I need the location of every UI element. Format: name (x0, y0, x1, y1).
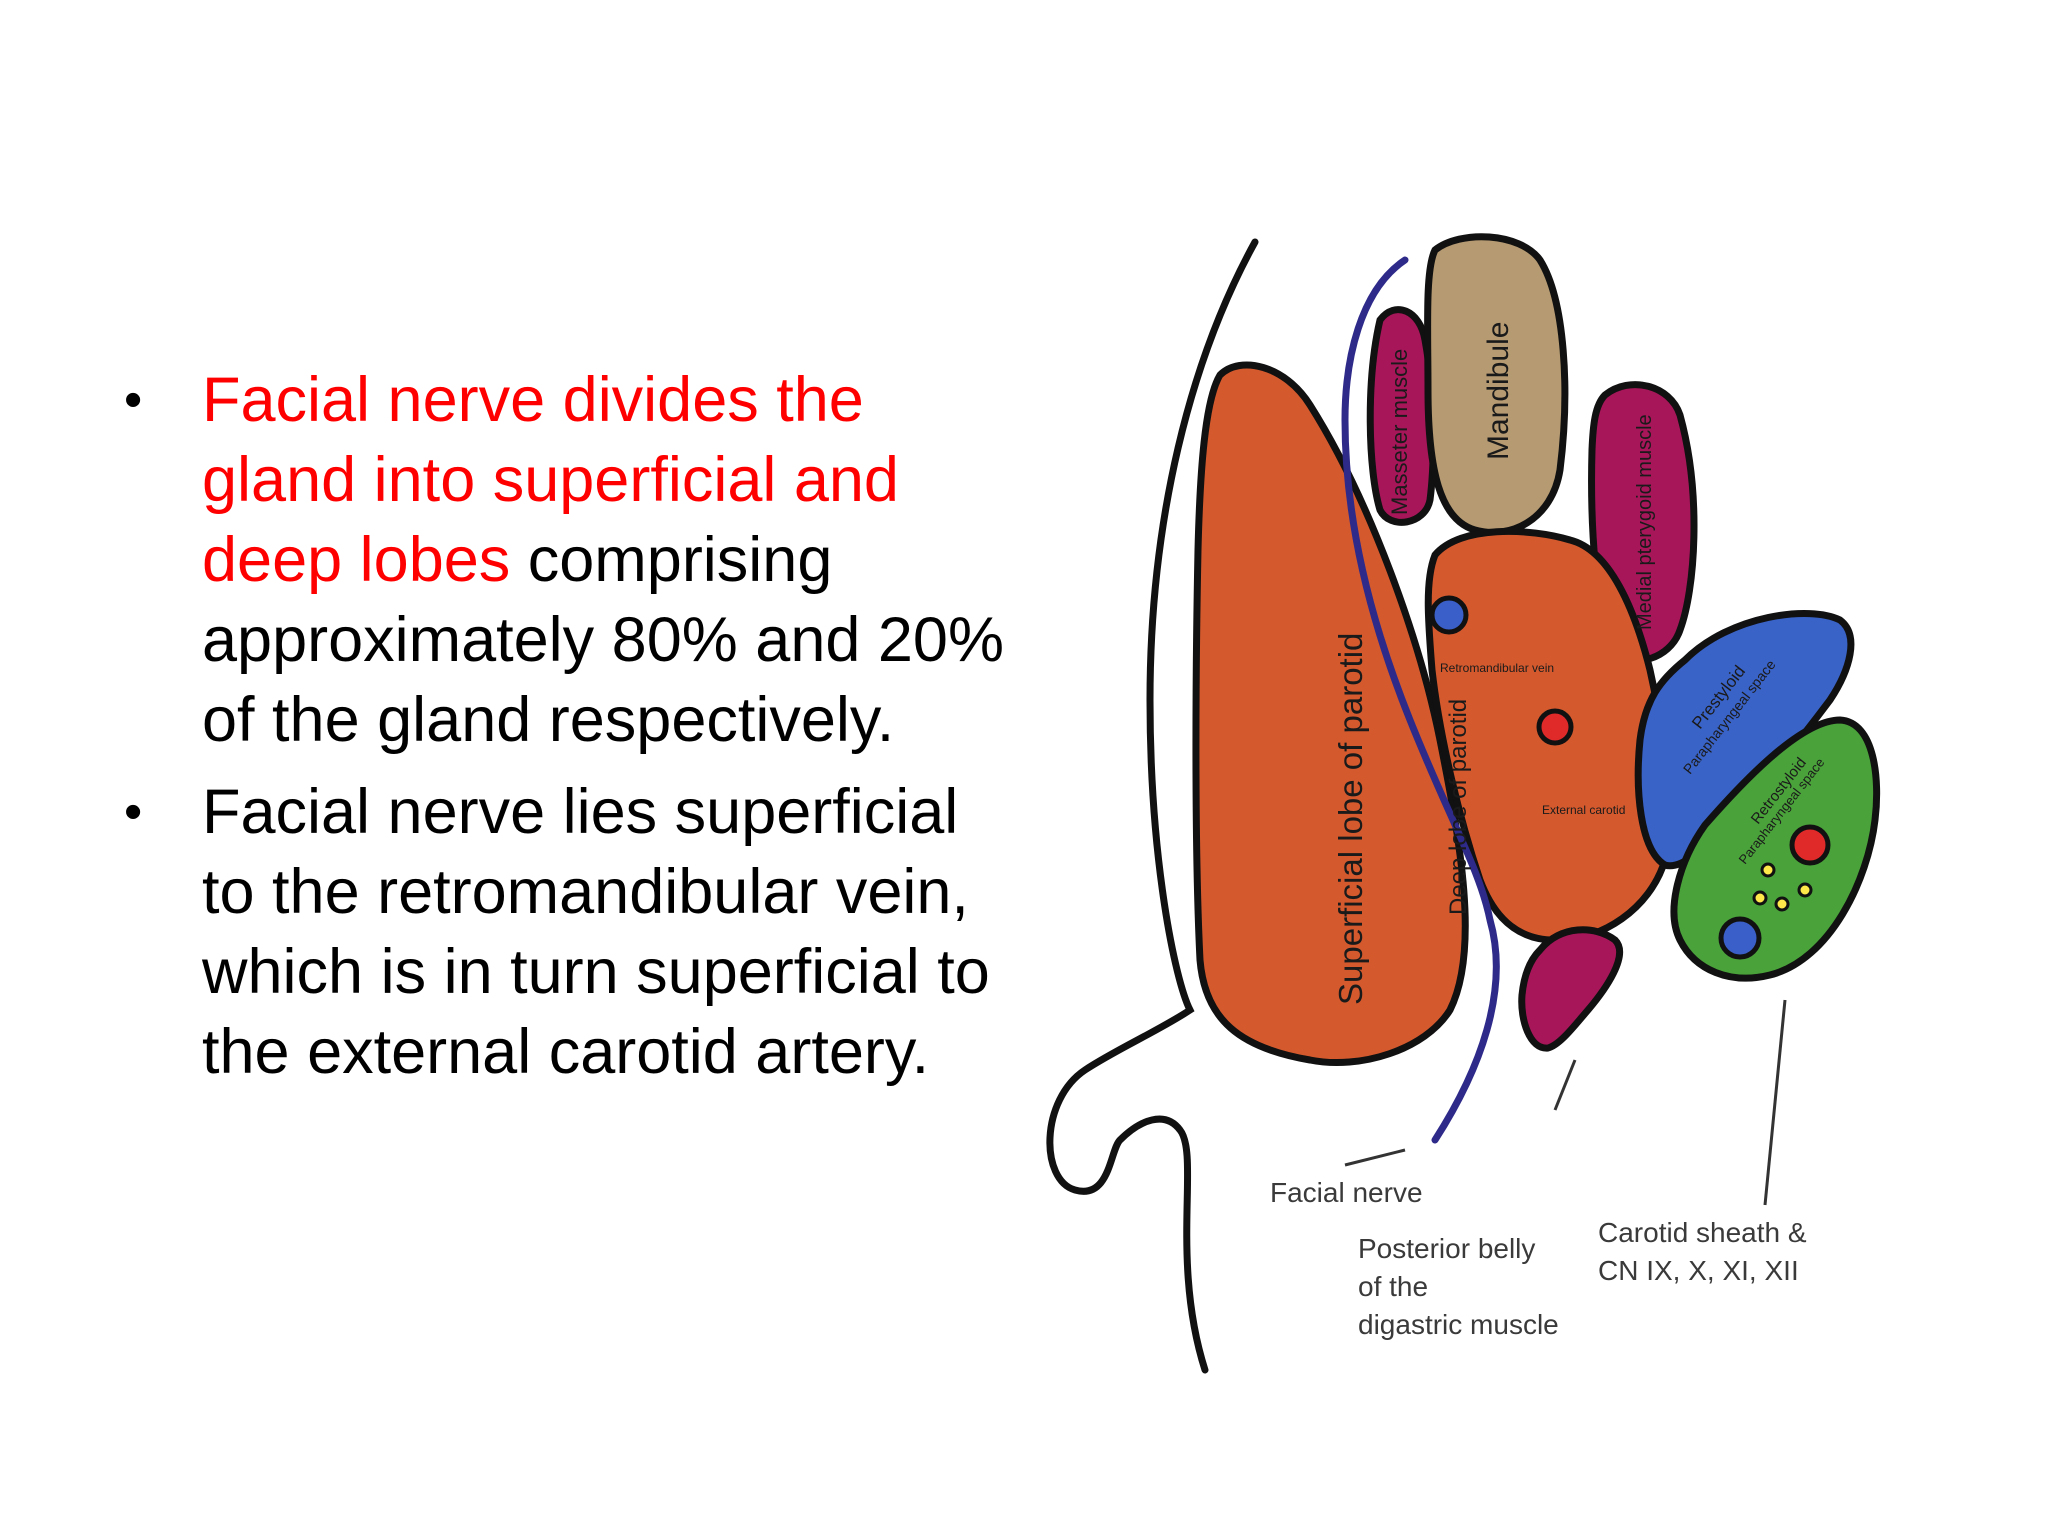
bullet-item-lobes: • Facial nerve divides the gland into su… (118, 360, 1018, 760)
bullet-marker: • (124, 371, 143, 429)
leader-digastric (1553, 1059, 1577, 1111)
internal-jugular-vein-icon (1718, 916, 1762, 960)
label-mandibule: Mandibule (1482, 322, 1515, 460)
cranial-nerve-icon (1797, 882, 1813, 898)
bullet-text: Facial nerve lies superficial to the ret… (202, 777, 990, 1087)
masseter-shape (1366, 306, 1437, 526)
label-medial-pterygoid: Medial pterygoid muscle (1634, 414, 1656, 630)
cranial-nerve-icon (1752, 890, 1768, 906)
mandibule-shape (1424, 233, 1569, 536)
external-carotid-icon (1536, 708, 1574, 746)
retromandibular-vein-icon (1429, 595, 1469, 635)
label-digastric-3: digastric muscle (1358, 1309, 1559, 1340)
facial-nerve-line (1341, 256, 1500, 1144)
cranial-nerve-icon (1760, 862, 1776, 878)
label-carotid-2: CN IX, X, XI, XII (1598, 1255, 1799, 1286)
label-superficial-lobe: Superficial lobe of parotid (1332, 633, 1369, 1005)
cranial-nerve-icon (1774, 896, 1790, 912)
label-external-carotid: External carotid (1542, 803, 1625, 817)
bullet-text: comprising approximately 80% and 20% of … (202, 525, 1004, 755)
superficial-lobe-shape (1192, 361, 1469, 1067)
label-digastric-1: Posterior belly (1358, 1233, 1535, 1264)
retrostyloid-space-shape (1670, 716, 1881, 982)
bullet-item-nerve-position: • Facial nerve lies superficial to the r… (118, 772, 1018, 1092)
label-deep-lobe: Deep lobe of parotid (1445, 699, 1472, 915)
label-facial-nerve: Facial nerve (1270, 1177, 1423, 1208)
label-masseter: Masseter muscle (1387, 349, 1412, 515)
label-carotid-1: Carotid sheath & (1598, 1217, 1807, 1248)
internal-carotid-icon (1789, 824, 1831, 866)
bullet-marker: • (124, 783, 143, 841)
bullet-list: • Facial nerve divides the gland into su… (118, 360, 1018, 1104)
parotid-anatomy-diagram: Masseter muscle Mandibule Medial pterygo… (1046, 233, 1881, 1374)
label-digastric-2: of the (1358, 1271, 1428, 1302)
skin-outline (1046, 238, 1259, 1374)
leader-facial-nerve (1344, 1148, 1406, 1167)
label-retromandibular-vein: Retromandibular vein (1440, 661, 1554, 675)
bullet-highlight-text: Facial nerve divides the gland into supe… (202, 365, 899, 595)
digastric-shape (1518, 926, 1624, 1052)
leader-carotid-sheath (1763, 999, 1787, 1206)
